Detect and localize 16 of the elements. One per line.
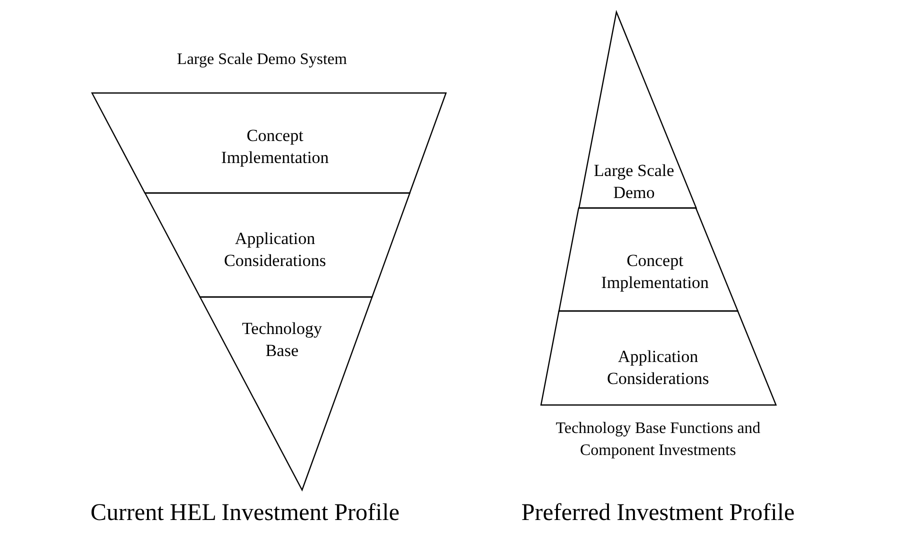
figure-caption: Current HEL Investment Profile [90, 499, 400, 528]
band-label: Concept Implementation [600, 250, 710, 294]
figure-caption: Preferred Investment Profile [521, 499, 795, 528]
pyramid-band [558, 208, 738, 311]
pyramid-band [578, 12, 696, 208]
funnel-band [200, 297, 372, 490]
band-label: Concept Implementation [220, 125, 330, 169]
funnel-band [92, 93, 446, 193]
pyramid-band [541, 311, 776, 405]
funnel-band [144, 193, 410, 297]
band-label: Large Scale Demo [592, 160, 676, 204]
band-label: Application Considerations [606, 346, 710, 390]
pyramid-base-note: Technology Base Functions and Component Investments [554, 419, 762, 461]
funnel-heading: Large Scale Demo System [177, 50, 347, 70]
band-label: Technology Base [240, 318, 323, 362]
band-label: Application Considerations [222, 228, 327, 272]
